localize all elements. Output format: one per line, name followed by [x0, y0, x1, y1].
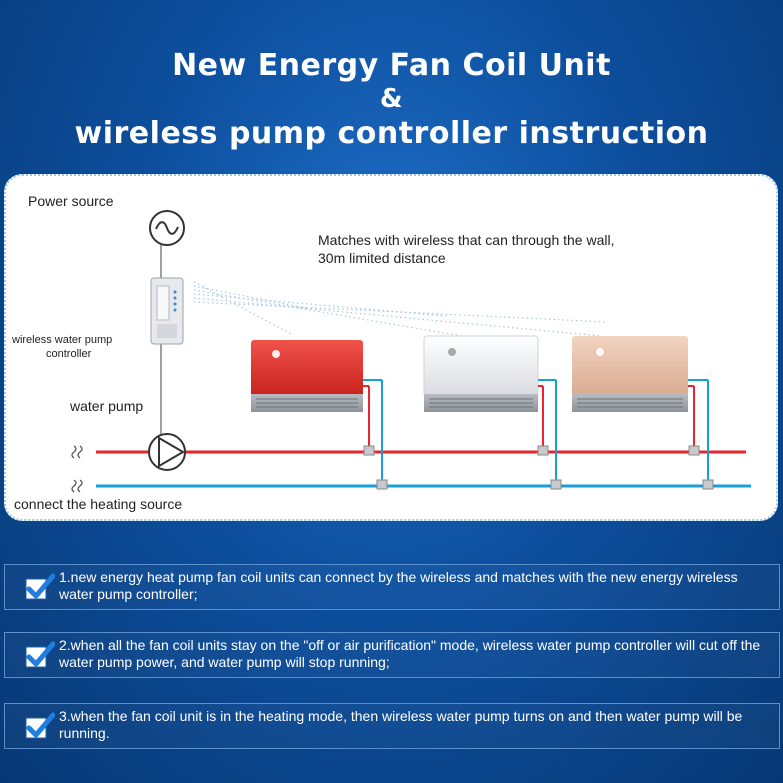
page-title-line-1: New Energy Fan Coil Unit [172, 48, 611, 83]
instruction-note-1: 1.new energy heat pump fan coil units ca… [4, 564, 780, 610]
instruction-text-2: 2.when all the fan coil units stay on th… [59, 637, 761, 670]
instruction-note-3: 3.when the fan coil unit is in the heati… [4, 703, 780, 749]
page-title-ampersand: & [379, 84, 404, 114]
system-diagram [71, 210, 751, 493]
page-title-line-2: wireless pump controller instruction [74, 116, 709, 151]
checkbox-check-icon [25, 641, 55, 668]
checkbox-check-icon [25, 712, 55, 739]
instruction-note-2: 2.when all the fan coil units stay on th… [4, 632, 780, 678]
instruction-text-3: 3.when the fan coil unit is in the heati… [59, 708, 743, 741]
power-source-label: Power source [28, 193, 114, 209]
fan-coil-unit-1 [251, 340, 388, 490]
fan-coil-unit-2 [423, 335, 562, 490]
wireless-controller-device [150, 277, 184, 345]
controller-label-line-1: wireless water pump [12, 334, 113, 346]
pump-icon [148, 433, 186, 471]
instruction-text-1: 1.new energy heat pump fan coil units ca… [59, 569, 738, 602]
wireless-note-line-1: Matches with wireless that can through t… [318, 232, 615, 248]
heating-source-label: connect the heating source [14, 496, 183, 512]
controller-label-line-2: controller [46, 348, 92, 360]
fan-coil-unit-3 [572, 336, 714, 490]
water-pump-label: water pump [70, 398, 144, 414]
wireless-signal-rays [193, 281, 607, 337]
pipe-break-symbols [71, 445, 83, 493]
diagram-panel: Power source Matches with wireless that … [4, 174, 778, 521]
ac-power-icon [149, 210, 185, 246]
checkbox-check-icon [25, 573, 55, 600]
wireless-note-line-2: 30m limited distance [318, 250, 446, 266]
